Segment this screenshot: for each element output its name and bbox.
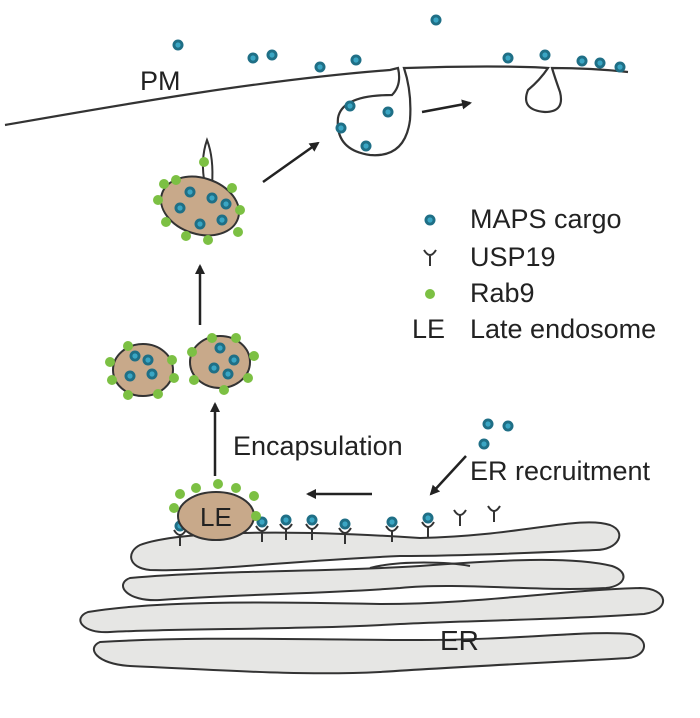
er-sheets <box>79 521 665 675</box>
maps-cargo-icon <box>424 214 436 226</box>
free-cargo <box>478 418 514 450</box>
pm-label: PM <box>140 66 181 96</box>
arrows <box>195 99 472 499</box>
encapsulation-label: Encapsulation <box>233 431 403 461</box>
legend-item-maps-cargo: MAPS cargo <box>470 204 622 234</box>
arrow-er-recruitment <box>429 455 467 496</box>
arrow-pm-right <box>421 99 472 114</box>
plasma-membrane: PM <box>4 65 629 157</box>
arrow-to-pm <box>262 141 320 184</box>
le-label: LE <box>200 502 232 532</box>
er-recruitment-label: ER recruitment <box>470 456 651 486</box>
usp19-icon <box>423 249 437 267</box>
fusing-vesicle <box>153 137 245 245</box>
legend-symbol-le: LE <box>412 314 445 344</box>
vesicle-right <box>187 333 259 395</box>
legend-item-usp19: USP19 <box>470 242 556 272</box>
rab9-icon <box>425 289 435 299</box>
late-endosome: LE <box>169 479 261 541</box>
vesicle-left <box>105 341 179 400</box>
legend-item-rab9: Rab9 <box>470 278 535 308</box>
legend: MAPS cargo USP19 Rab9 LE Late endosome <box>412 204 656 344</box>
legend-item-late-endosome: Late endosome <box>470 314 656 344</box>
er-label: ER <box>440 625 479 656</box>
